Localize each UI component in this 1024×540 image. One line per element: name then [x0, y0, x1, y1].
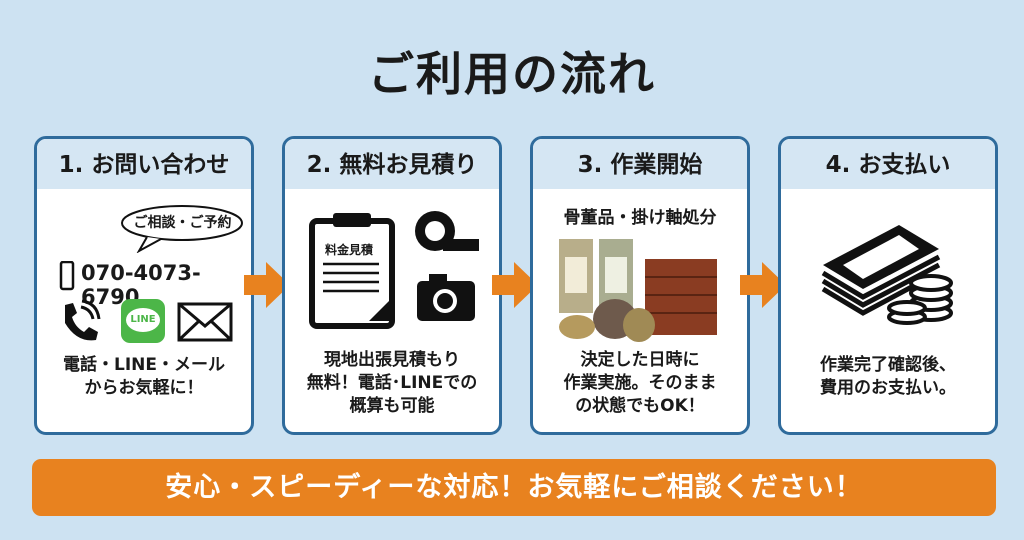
page-title: ご利用の流れ — [368, 47, 656, 101]
step-description: 現地出張見積もり 無料！電話･LINEでの 概算も可能 — [285, 349, 499, 418]
smartphone-icon — [59, 261, 75, 291]
step-description: 電話・LINE・メール からお気軽に！ — [37, 354, 251, 400]
antiques-illustration — [559, 239, 717, 342]
arrow-right-icon — [244, 262, 290, 308]
step-description: 作業完了確認後、 費用のお支払い。 — [781, 354, 995, 400]
step-heading: 3. 作業開始 — [533, 139, 747, 189]
desc-line: 決定した日時に — [580, 350, 700, 370]
tape-measure-icon — [415, 211, 479, 251]
speech-bubble-icon — [121, 205, 243, 253]
mail-icon[interactable] — [177, 302, 233, 342]
desc-line: 無料！電話･LINEでの — [306, 373, 478, 393]
cta-banner: 安心・スピーディーな対応！お気軽にご相談ください！ — [32, 459, 996, 516]
arrow-right-icon — [492, 262, 538, 308]
camera-icon — [417, 274, 475, 321]
desc-line: 電話・LINE・メール — [63, 355, 225, 375]
line-icon[interactable]: LINE — [121, 299, 165, 343]
step-card-payment: 4. お支払い 作業完了確認後、 費用のお支払い。 — [778, 136, 998, 435]
line-label: LINE — [126, 308, 160, 332]
desc-line: 作業完了確認後、 — [820, 355, 956, 375]
desc-line: からお気軽に！ — [84, 378, 204, 398]
money-icon — [821, 225, 953, 325]
step-card-inquiry: 1. お問い合わせ ご相談・ご予約 070-4073-6790 LINE 電話・… — [34, 136, 254, 435]
step-heading: 1. お問い合わせ — [37, 139, 251, 189]
desc-line: 作業実施。そのまま — [563, 373, 717, 393]
step-card-work-start: 3. 作業開始 骨董品・掛け軸処分 決定した日時に 作業実施。そのまま の状態で… — [530, 136, 750, 435]
desc-line: 概算も可能 — [349, 396, 435, 416]
step-card-estimate: 2. 無料お見積り 料金見積 現地出張見積もり 無料！電話･LINEでの 概算も… — [282, 136, 502, 435]
phone-call-icon — [65, 299, 101, 341]
document-label: 料金見積 — [325, 243, 374, 257]
step-heading: 4. お支払い — [781, 139, 995, 189]
desc-line: 費用のお支払い。 — [820, 378, 956, 398]
clipboard-icon — [309, 213, 395, 329]
arrow-right-icon — [740, 262, 786, 308]
step-heading: 2. 無料お見積り — [285, 139, 499, 189]
step-description: 決定した日時に 作業実施。そのまま の状態でもOK！ — [533, 349, 747, 418]
bubble-text: ご相談・ご予約 — [133, 215, 232, 231]
desc-line: の状態でもOK！ — [575, 396, 705, 416]
desc-line: 現地出張見積もり — [324, 350, 460, 370]
step-subheading: 骨董品・掛け軸処分 — [563, 208, 717, 228]
